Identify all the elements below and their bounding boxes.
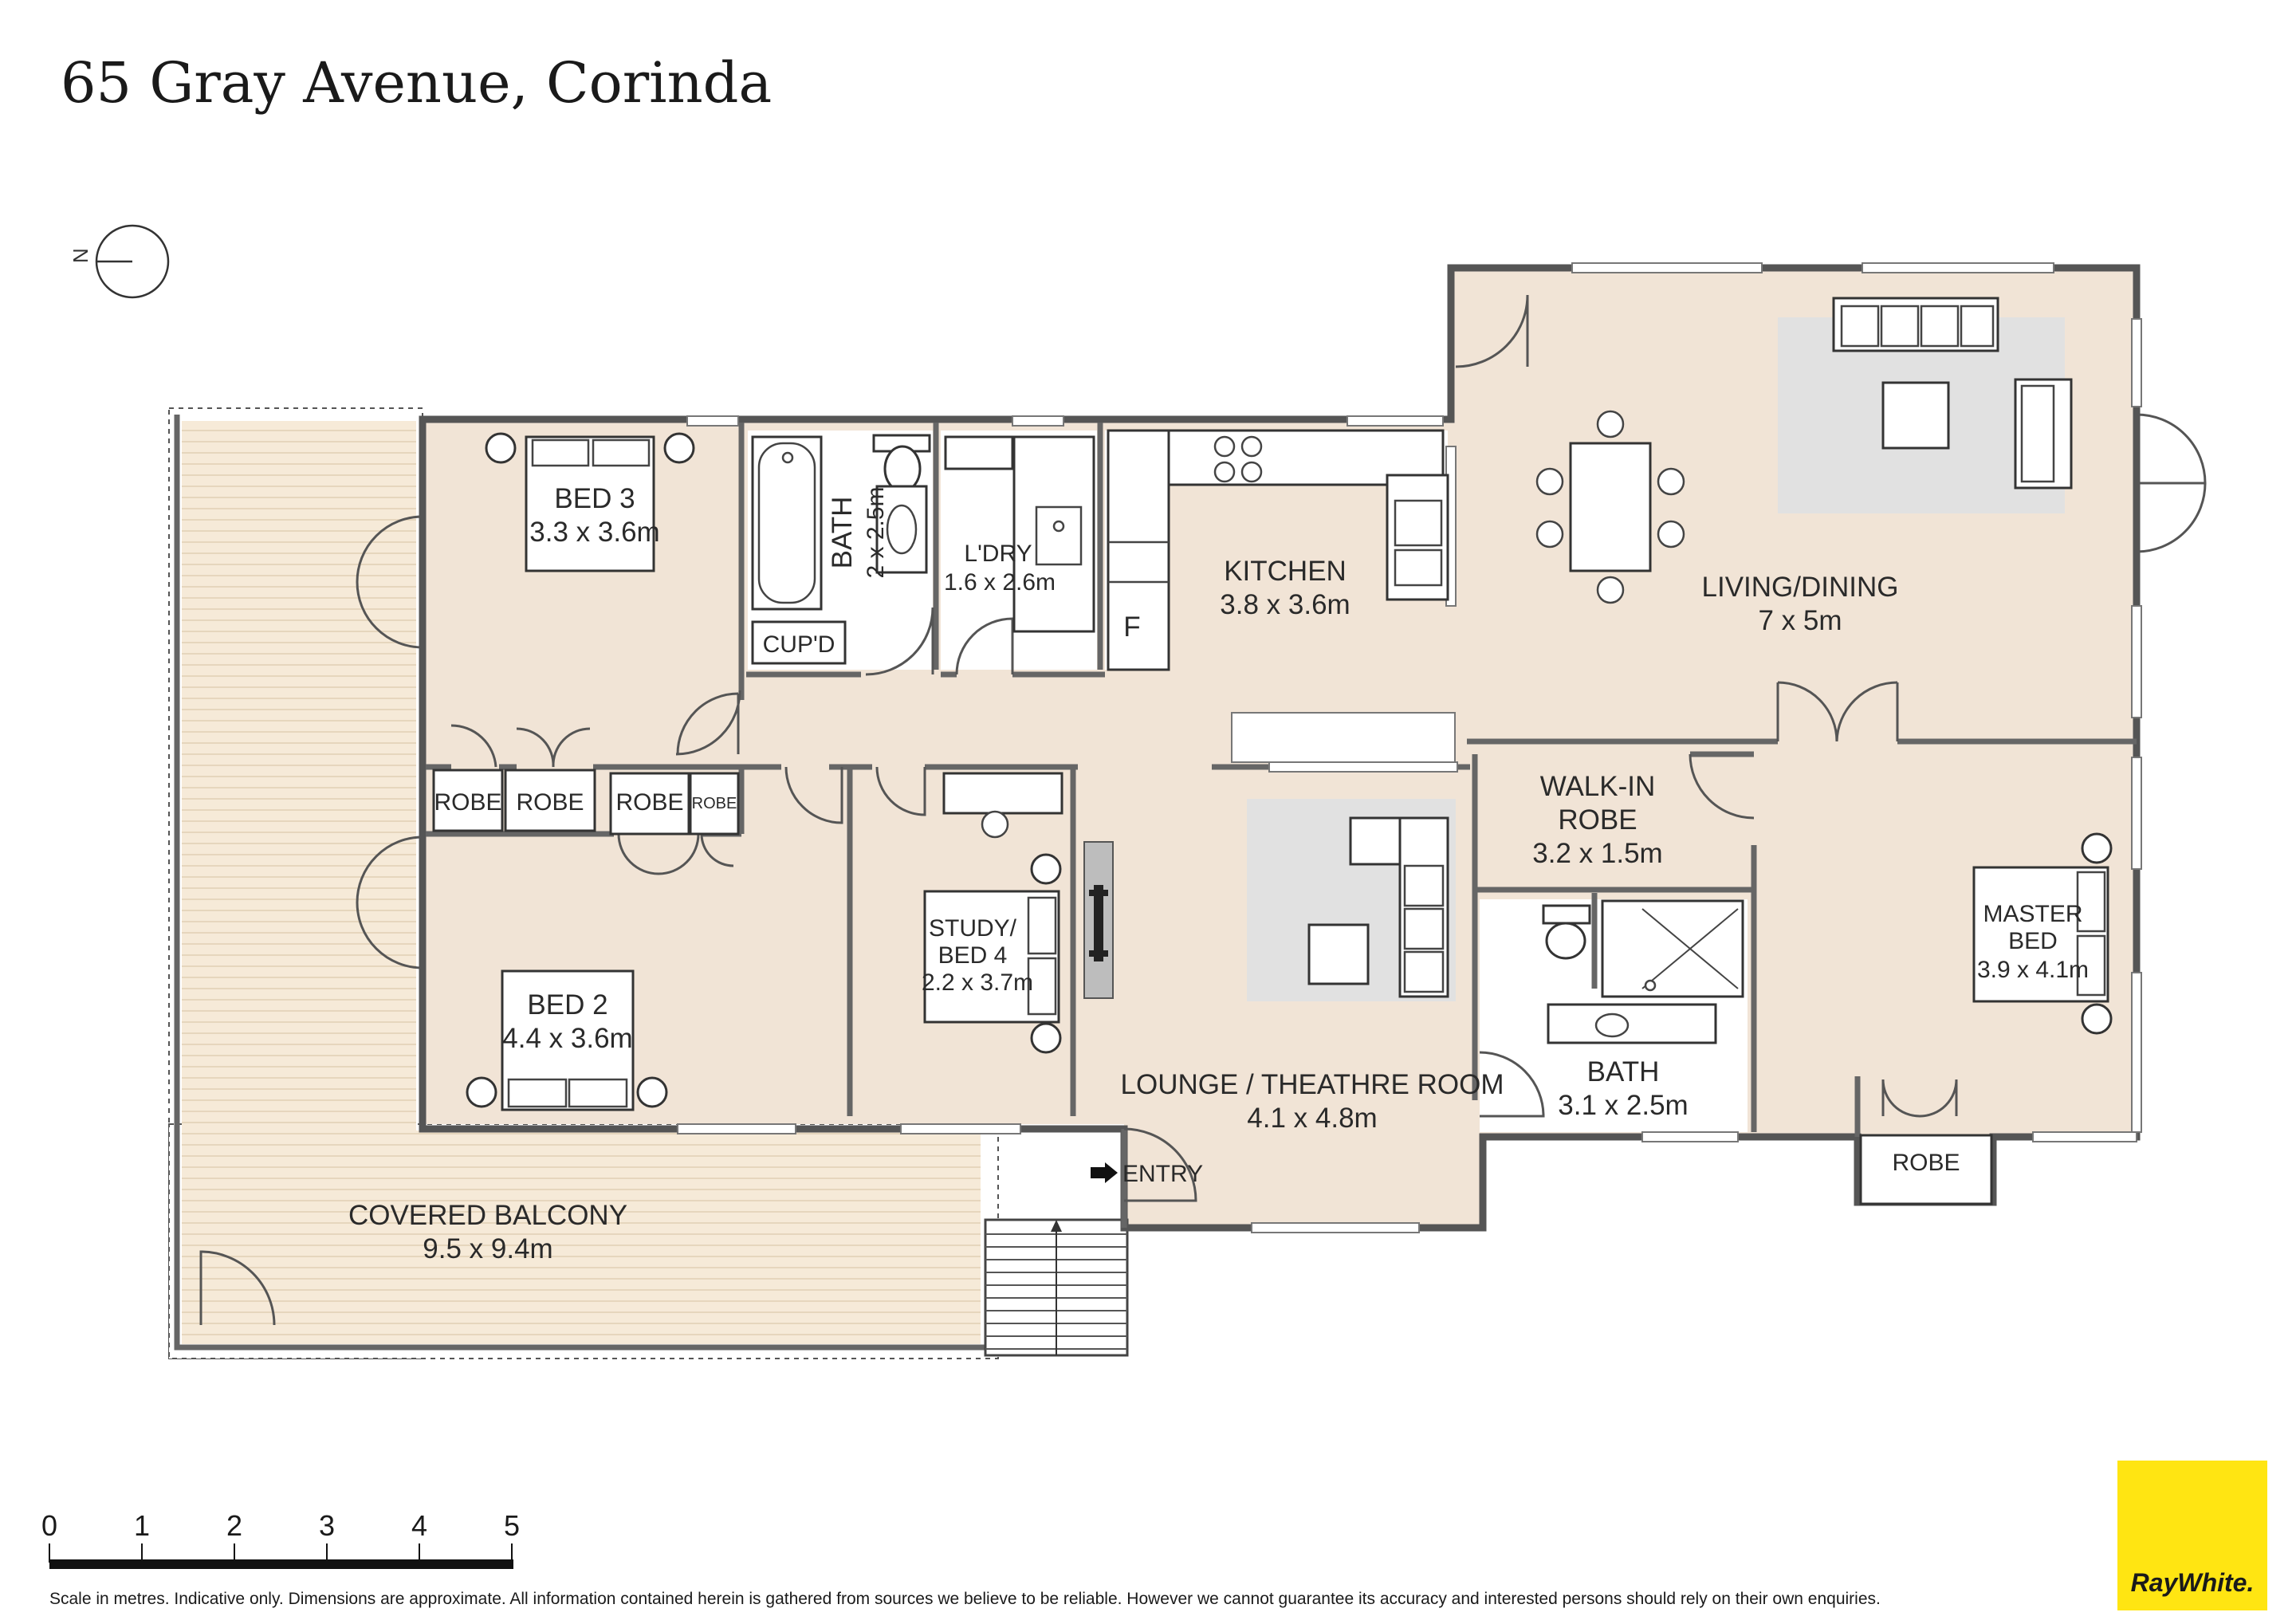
- balcony-label: COVERED BALCONY: [348, 1200, 627, 1231]
- balcony-dims: 9.5 x 9.4m: [423, 1233, 552, 1264]
- laundry-label: L'DRY: [964, 541, 1032, 567]
- bath-main-label: BATH: [1587, 1056, 1660, 1087]
- entry-label: ENTRY: [1122, 1161, 1203, 1187]
- robe-label-1: ROBE: [434, 789, 501, 816]
- bed2-dims: 4.4 x 3.6m: [502, 1023, 632, 1054]
- master-label-2: BED: [2008, 928, 2058, 954]
- ray-white-wordmark: RayWhite.: [2131, 1568, 2255, 1597]
- stairs: [984, 1218, 1129, 1357]
- compass-icon: N: [69, 224, 170, 299]
- bed-3-furniture: [485, 432, 695, 572]
- robes-row: [432, 769, 740, 836]
- robe-label-3: ROBE: [615, 789, 683, 816]
- kitchen-label: KITCHEN: [1224, 556, 1347, 587]
- doors: [356, 294, 2207, 1202]
- living-furniture: [1535, 297, 2073, 604]
- balcony-deck: [168, 407, 999, 1359]
- study-dims: 2.2 x 3.7m: [922, 969, 1033, 996]
- kitchen-fixtures: [1107, 429, 1449, 671]
- master-robe: [1859, 1134, 1993, 1205]
- walkin-dims: 3.2 x 1.5m: [1532, 838, 1662, 869]
- disclaimer: Scale in metres. Indicative only. Dimens…: [49, 1590, 1881, 1608]
- study-label-1: STUDY/: [929, 915, 1017, 942]
- scale-tick-label: 5: [504, 1509, 520, 1542]
- robe-label-2: ROBE: [516, 789, 584, 816]
- master-bed-furniture: [1972, 832, 2113, 1035]
- entry-arrow-icon: [1091, 1162, 1118, 1183]
- scale-tick-label: 3: [319, 1509, 335, 1542]
- walkin-label-2: ROBE: [1558, 804, 1637, 836]
- scale-tick-label: 2: [226, 1509, 242, 1542]
- kitchen-dims: 3.8 x 3.6m: [1220, 589, 1350, 620]
- laundry-fixtures: [944, 435, 1095, 633]
- lounge-dims: 4.1 x 4.8m: [1247, 1103, 1377, 1134]
- bath-small-label: BATH: [827, 497, 858, 569]
- compass-north-label: N: [69, 248, 92, 263]
- lounge-furniture: [1083, 799, 1456, 1001]
- scale-tick-label: 4: [411, 1509, 427, 1542]
- walkin-label-1: WALK-IN: [1540, 771, 1656, 802]
- scale-tick-label: 1: [134, 1509, 150, 1542]
- scale-tick-label: 0: [41, 1509, 57, 1542]
- bath-small-dims: 2 x 2.5m: [863, 486, 889, 578]
- bed-2-furniture: [466, 969, 668, 1111]
- bath-main-fixtures: [1542, 899, 1744, 1044]
- living-label: LIVING/DINING: [1702, 572, 1899, 603]
- room-labels: BED 3 3.3 x 3.6m BATH 2 x 2.5m L'DRY 1.6…: [348, 483, 2089, 1264]
- study-label-2: BED 4: [938, 942, 1008, 969]
- master-dims: 3.9 x 4.1m: [1977, 957, 2089, 983]
- master-label-1: MASTER: [1983, 901, 2082, 927]
- bed3-dims: 3.3 x 3.6m: [529, 517, 659, 548]
- ray-white-logo: RayWhite.: [2117, 1461, 2267, 1610]
- living-dims: 7 x 5m: [1758, 605, 1842, 636]
- robe-label-4: ROBE: [692, 795, 737, 812]
- bath-small-fixtures: [751, 434, 931, 665]
- scale-bar: 0 1 2 3 4 5: [41, 1509, 520, 1569]
- bed2-label: BED 2: [527, 989, 607, 1020]
- page-title: 65 Gray Avenue, Corinda: [61, 50, 772, 116]
- study-furniture: [923, 772, 1063, 1054]
- cupboard-label: CUP'D: [763, 631, 835, 658]
- windows: [677, 262, 2142, 1233]
- bed3-label: BED 3: [554, 483, 635, 514]
- laundry-dims: 1.6 x 2.6m: [944, 569, 1056, 596]
- lounge-label: LOUNGE / THEATHRE ROOM: [1121, 1069, 1504, 1100]
- fridge-label: F: [1123, 611, 1140, 643]
- bath-main-dims: 3.1 x 2.5m: [1558, 1090, 1688, 1121]
- robe-label-master: ROBE: [1892, 1150, 1960, 1176]
